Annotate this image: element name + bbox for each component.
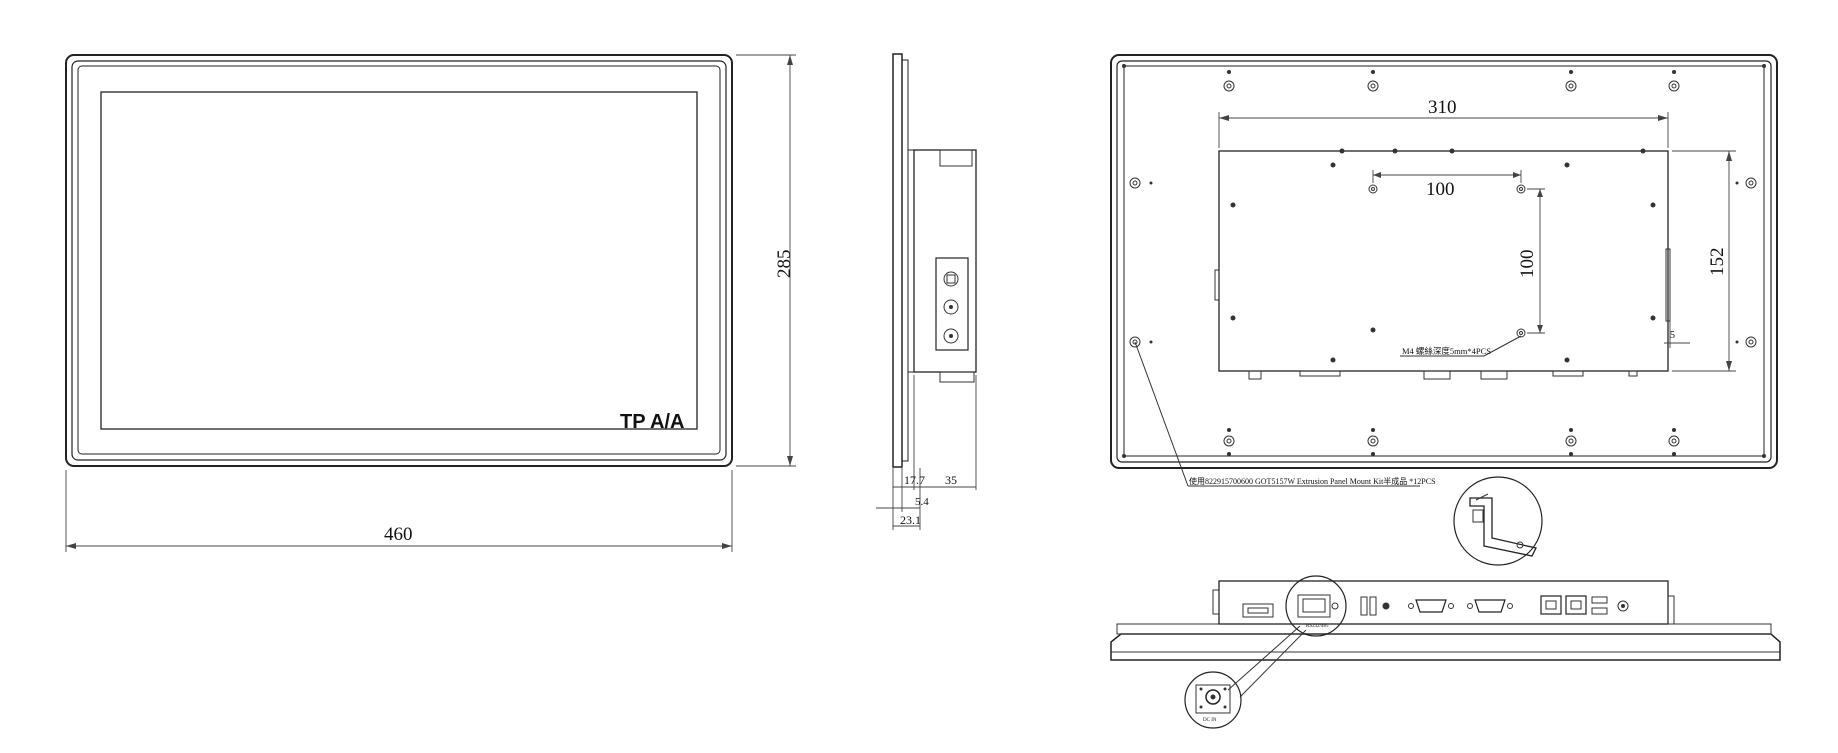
rear-mount-studs [1129, 80, 1757, 447]
chassis-screws [1230, 148, 1656, 363]
display-area [100, 91, 698, 430]
dc-in-detail: DC IN [1184, 671, 1242, 729]
bracket-detail [1453, 476, 1543, 566]
power-button [1242, 603, 1274, 618]
usb-ports [1360, 596, 1390, 616]
usb-ports-right [1591, 596, 1629, 615]
vesa-holes [1368, 184, 1526, 338]
serial-port-1 [1408, 599, 1454, 613]
height-dimension: 285 [774, 250, 795, 279]
vesa-vertical-dimension: 100 [1517, 250, 1538, 279]
rear-width-dimension: 310 [1428, 97, 1457, 118]
brand-logo: TP A/A [620, 411, 684, 433]
rear-height-dimension: 152 [1707, 248, 1728, 277]
side-dim-5-4: 5.4 [915, 496, 929, 508]
side-dim-35: 35 [945, 473, 957, 487]
side-port-bottom [943, 328, 959, 344]
side-dim-23-1: 23.1 [900, 513, 921, 527]
side-port-middle [943, 299, 959, 315]
front-view: TP A/A 460 285 [65, 54, 796, 552]
connector-label: RS232/485 [1306, 624, 1329, 629]
rear-small-holes [1122, 64, 1766, 458]
mount-kit-note: 使用822915700600 GOT5157W Extrusion Panel … [1189, 476, 1436, 486]
lan-ports [1540, 595, 1587, 615]
dc-in-port: RS232/485 [1285, 575, 1347, 637]
side-port-top [943, 271, 959, 287]
vesa-horizontal-dimension: 100 [1426, 179, 1455, 200]
bottom-view: RS232/485 [1110, 575, 1781, 729]
serial-port-2 [1467, 599, 1513, 613]
rear-view: 310 100 100 152 5 M4 螺絲深度5mm*4PCS 使 [1110, 54, 1778, 487]
width-dimension: 460 [384, 524, 413, 545]
side-dim-17-7: 17.7 [904, 473, 925, 487]
rear-small-dimension: 5 [1670, 330, 1675, 341]
dc-in-label: DC IN [1203, 718, 1217, 723]
screw-note: M4 螺絲深度5mm*4PCS [1402, 346, 1491, 356]
side-view: 17.7 35 5.4 23.1 [876, 53, 977, 530]
